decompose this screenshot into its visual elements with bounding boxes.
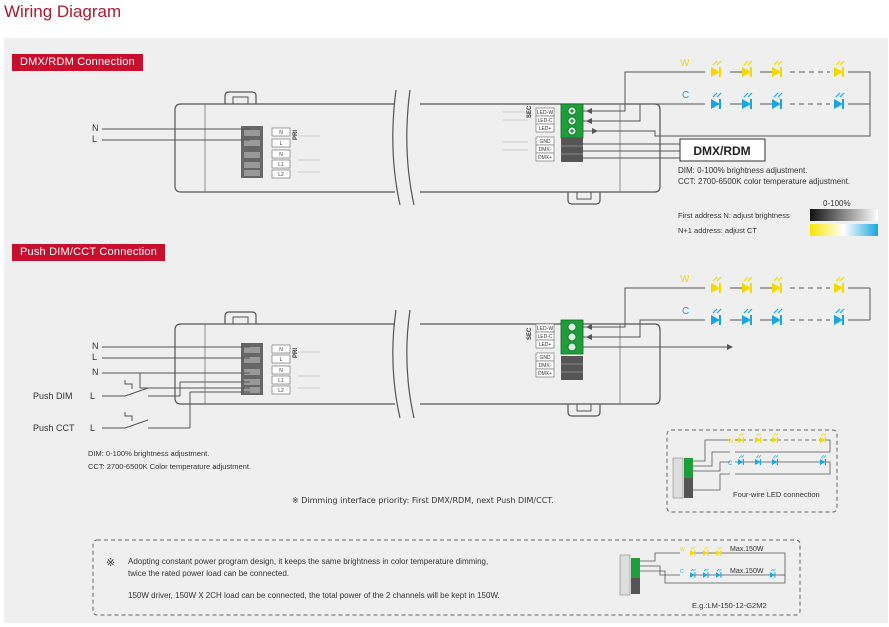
push-warm-label: W [680, 274, 690, 285]
sec-terminal-led-c: LED-C [537, 118, 552, 124]
push-output-wiring [583, 287, 871, 348]
sec-terminal-led-w: LED-W [537, 110, 553, 116]
push-cool-led-string [710, 308, 845, 326]
push-pri-terminal-l1: L1 [278, 378, 284, 384]
page-title: Wiring Diagram [4, 2, 122, 21]
sec-terminal-led-plus: LED+ [539, 126, 552, 132]
push-input-wiring [102, 346, 250, 429]
sec-terminal-gnd: GND [539, 139, 551, 145]
power-note-star: ※ [106, 556, 115, 569]
push-dim-note: DIM: 0-100% brightness adjustment. [88, 449, 209, 458]
power-example-model: E.g.:LM-150-12-G2M2 [692, 601, 767, 610]
push-input-n2: N [92, 367, 99, 377]
power-note-line3: 150W driver, 150W X 2CH load can be conn… [128, 591, 500, 600]
dmx-driver: N L N L1 L2 PRI SEC LED-W LED-C LED+ GND… [174, 89, 661, 206]
section-label-push: Push DIM/CCT Connection [12, 244, 166, 261]
sec-label: SEC [527, 105, 533, 118]
dmx-warm-label: W [680, 58, 690, 69]
cct-gradient [810, 224, 878, 236]
four-wire-inset [666, 429, 838, 513]
dmx-cool-label: C [682, 90, 689, 101]
push-pri-terminal-n: N [279, 347, 283, 353]
push-pri-terminal-n2: N [279, 368, 283, 374]
brightness-gradient [810, 209, 878, 221]
push-cct-note: CCT: 2700-6500K Color temperature adjust… [88, 462, 251, 471]
dmx-cool-led-string [710, 92, 845, 110]
push-pri-label: PRI [293, 348, 299, 358]
push-sec-label: SEC [527, 327, 533, 340]
pri-terminal-l1: L1 [278, 162, 284, 168]
push-sec-terminal-gnd: GND [539, 355, 551, 361]
pri-terminal-l2: L2 [278, 172, 284, 178]
four-wire-diagram: W C [672, 432, 831, 499]
power-example-w: W [680, 547, 685, 553]
push-dim-label: Push DIM [33, 391, 73, 401]
priority-note: ※ Dimming interface priority: First DMX/… [292, 496, 554, 505]
push-cct-l: L [90, 423, 95, 433]
dmx-input-n: N [92, 123, 99, 133]
push-pri-terminal-l: L [280, 357, 283, 363]
sec-terminal-dmx-minus: DMX- [539, 147, 552, 153]
push-sec-terminal-led-w: LED-W [537, 326, 553, 332]
push-sec-terminal-led-plus: LED+ [539, 342, 552, 348]
power-note-line1: Adopting constant power program design, … [128, 557, 488, 566]
dmx-controller-label: DMX/RDM [693, 144, 750, 158]
push-sec-terminal-dmx-plus: DMX+ [538, 371, 552, 377]
power-note-box [92, 539, 801, 616]
section-label-dmx: DMX/RDM Connection [12, 54, 143, 71]
dmx-input-l: L [92, 134, 97, 144]
dmx-legend-range: 0-100% [823, 199, 851, 208]
pri-terminal-n2: N [279, 152, 283, 158]
dmx-cct-note: CCT: 2700-6500K color temperature adjust… [678, 177, 850, 186]
power-example-c: C [680, 569, 684, 575]
push-driver: N L N L1 L2 PRI SEC LED-W LED-C LED+ GND… [174, 309, 661, 419]
push-pri-terminal-l2: L2 [278, 388, 284, 394]
dmx-warm-led-string [710, 60, 845, 78]
pri-label: PRI [293, 130, 299, 140]
pri-terminal-l: L [280, 141, 283, 147]
power-example-diagram: W C [619, 546, 786, 596]
dmx-dim-note: DIM: 0-100% brightness adjustment. [678, 166, 807, 175]
push-input-l: L [92, 352, 97, 362]
push-warm-led-string [710, 276, 845, 294]
push-sec-terminal-led-c: LED-C [537, 334, 552, 340]
four-wire-w: W [728, 439, 734, 445]
four-wire-c: C [728, 461, 733, 467]
power-note-line2: twice the rated power load can be connec… [128, 569, 289, 578]
push-cool-label: C [682, 306, 689, 317]
dmx-first-address: First address N: adjust brightness [678, 211, 790, 220]
dmx-controller-box [679, 138, 766, 162]
push-sec-terminal-dmx-minus: DMX- [539, 363, 552, 369]
pri-terminal-n: N [279, 130, 283, 136]
push-input-n: N [92, 341, 99, 351]
four-wire-label: Four-wire LED connection [733, 490, 820, 499]
power-max1: Max.150W [730, 546, 764, 553]
push-dim-l: L [90, 391, 95, 401]
sec-terminal-dmx-plus: DMX+ [538, 155, 552, 161]
dmx-second-address: N+1 address: adjust CT [678, 226, 757, 235]
push-cct-label: Push CCT [33, 423, 75, 433]
power-max2: Max.150W [730, 568, 764, 575]
